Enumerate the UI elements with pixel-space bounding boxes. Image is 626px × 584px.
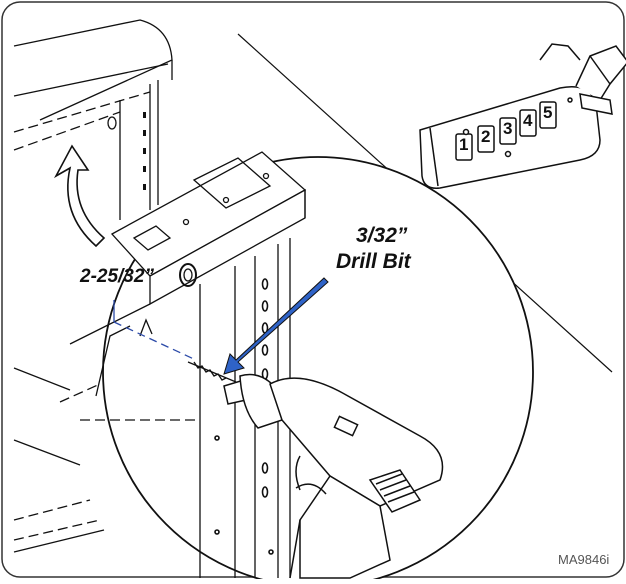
dimension-line bbox=[113, 300, 197, 361]
keypad-lock bbox=[419, 43, 626, 189]
keypad-key-5: 5 bbox=[543, 103, 553, 122]
power-drill bbox=[223, 373, 444, 579]
keypad-key-2: 2 bbox=[481, 127, 491, 146]
drill-bit-name-label: Drill Bit bbox=[336, 250, 411, 273]
cabinet-corner bbox=[13, 19, 173, 220]
post-slots bbox=[214, 278, 274, 555]
pointer-arrow-icon bbox=[223, 277, 329, 375]
callout-arrow-icon bbox=[53, 144, 106, 248]
hole-distance-label: 2-25/32” bbox=[80, 266, 154, 287]
cabinet-slot-holes bbox=[143, 112, 146, 190]
keypad-key-1: 1 bbox=[459, 135, 469, 154]
keypad-key-3: 3 bbox=[503, 119, 513, 138]
drill-bit bbox=[187, 361, 237, 383]
drill-bit-size-label: 3/32” bbox=[356, 224, 408, 247]
keypad-key-4: 4 bbox=[523, 111, 533, 130]
cabinet-lower bbox=[13, 367, 105, 553]
figure-code: MA9846i bbox=[558, 552, 610, 567]
